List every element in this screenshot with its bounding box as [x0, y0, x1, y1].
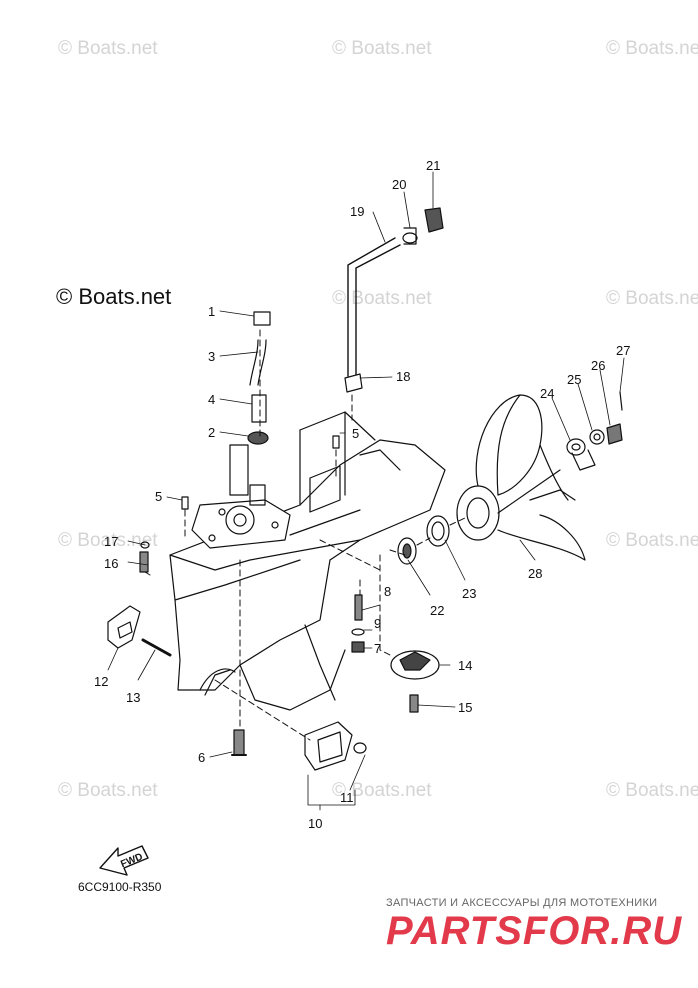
water-tube	[344, 207, 444, 393]
callout-10: 10	[308, 816, 322, 831]
pump-housing	[191, 444, 291, 549]
callout-6: 6	[198, 750, 205, 765]
callout-22: 22	[430, 603, 444, 618]
callout-3: 3	[208, 349, 215, 364]
callout-26: 26	[591, 358, 605, 373]
watermark: © Boats.net	[606, 780, 698, 801]
callout-4: 4	[208, 392, 215, 407]
callout-18: 18	[396, 369, 410, 384]
watermark: © Boats.net	[332, 288, 432, 309]
watermark: © Boats.net	[606, 288, 698, 309]
callout-23: 23	[462, 586, 476, 601]
callout-numbers: 1 2 3 4 5 5 6 7 8 9 10 11 12 13 14 15 16…	[94, 158, 630, 870]
callout-20: 20	[392, 177, 406, 192]
callout-1: 1	[208, 304, 215, 319]
callout-21: 21	[426, 158, 440, 173]
callout-5a: 5	[155, 489, 162, 504]
callout-9: 9	[374, 616, 381, 631]
callout-16: 16	[104, 556, 118, 571]
watermark: © Boats.net	[58, 38, 158, 59]
callout-12: 12	[94, 674, 108, 689]
anode-10	[304, 721, 367, 771]
shop-logo[interactable]: PARTSFOR.RU	[386, 909, 683, 953]
trim-tab-12	[107, 605, 141, 649]
diagram-code: 6CC9100-R350	[78, 880, 162, 894]
callout-11: 11	[340, 790, 354, 805]
fwd-arrow	[99, 845, 149, 876]
callout-8: 8	[384, 584, 391, 599]
callout-25: 25	[567, 372, 581, 387]
callout-14: 14	[458, 658, 472, 673]
callout-2: 2	[208, 425, 215, 440]
callout-13: 13	[126, 690, 140, 705]
callout-5b: 5	[352, 426, 359, 441]
callout-7: 7	[374, 641, 381, 656]
parts-column-1-4	[247, 311, 271, 445]
shop-tagline: ЗАПЧАСТИ И АКСЕССУАРЫ ДЛЯ МОТОТЕХНИКИ	[386, 897, 658, 909]
fasteners	[139, 435, 419, 756]
callout-27: 27	[616, 343, 630, 358]
main-watermark: © Boats.net	[56, 284, 172, 309]
watermark: © Boats.net	[58, 530, 158, 551]
propeller-bearings	[397, 515, 450, 565]
callout-15: 15	[458, 700, 472, 715]
anode-14	[390, 650, 440, 680]
callout-17: 17	[104, 534, 118, 549]
watermark: © Boats.net	[332, 38, 432, 59]
watermark: © Boats.net	[606, 530, 698, 551]
callout-28: 28	[528, 566, 542, 581]
propeller	[456, 394, 586, 561]
watermark: © Boats.net	[332, 780, 432, 801]
callout-19: 19	[350, 204, 364, 219]
watermark: © Boats.net	[58, 780, 158, 801]
watermark: © Boats.net	[606, 38, 698, 59]
callout-24: 24	[540, 386, 554, 401]
prop-nut-set	[566, 391, 623, 471]
